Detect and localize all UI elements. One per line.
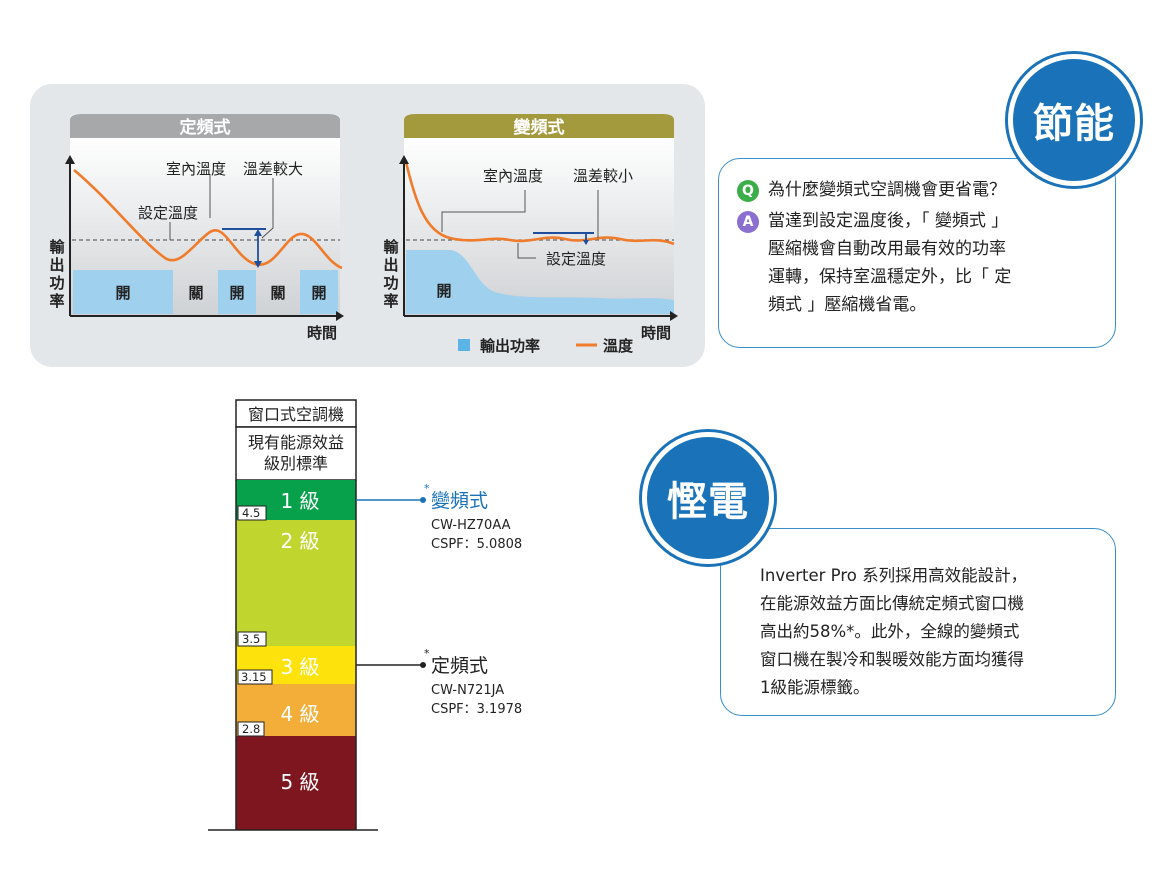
rating-subheader <box>235 426 357 481</box>
question-icon: Q <box>737 180 759 202</box>
setpoint-label: 設定溫度 <box>138 204 198 222</box>
inverter-cspf: CSPF：5.0808 <box>431 537 522 552</box>
saving-callout <box>720 528 1116 716</box>
inverter-label: 變頻式 <box>431 490 488 512</box>
block-label: 關 <box>188 284 203 302</box>
fixed-cspf: CSPF：3.1978 <box>431 702 522 717</box>
block-label: 開 <box>311 284 326 302</box>
indoor-temp-label: 室內溫度 <box>483 167 543 185</box>
rating-subheader-text: 級別標準 <box>264 454 328 473</box>
rating-header-text: 窗口式空調機 <box>248 405 344 424</box>
chart-title: 定頻式 <box>180 117 231 138</box>
power-saving-badge: 慳電 <box>642 432 774 564</box>
fixed-model: CW-N721JA <box>431 683 504 698</box>
legend: 輸出功率 溫度 <box>458 337 634 355</box>
temp-diff-label: 溫差較小 <box>573 167 633 185</box>
y-axis-label: 率 <box>383 292 398 310</box>
question-text: 為什麼變頻式空調機會更省電？ <box>768 180 1006 200</box>
rating-subheader-text: 現有能源效益 <box>248 433 344 452</box>
power-area <box>406 250 674 314</box>
footnote-star: * <box>424 482 430 495</box>
threshold-label: 3.15 <box>241 670 267 684</box>
temperature-curve <box>73 169 343 270</box>
block-label: 開 <box>115 284 130 302</box>
y-axis-label: 功 <box>383 274 398 292</box>
grade-2-label: 2 級 <box>280 529 319 553</box>
y-axis-label: 功 <box>49 274 64 292</box>
grade-1-label: 1 級 <box>280 489 319 513</box>
legend-power-label: 輸出功率 <box>480 337 540 355</box>
saving-line: Inverter Pro 系列採用高效能設計， <box>760 566 1028 585</box>
answer-icon: A <box>737 211 759 233</box>
answer-line: 當達到設定溫度後，「 變頻式 」 <box>768 211 1009 231</box>
y-axis-label: 輸 <box>49 238 65 256</box>
grade-3-label: 3 級 <box>280 655 319 679</box>
y-axis-label: 出 <box>383 256 398 274</box>
grade-4-label: 4 級 <box>280 702 319 726</box>
indoor-temp-label: 室內溫度 <box>166 160 226 178</box>
threshold-label: 2.8 <box>242 722 260 736</box>
inverter-model: CW-HZ70AA <box>431 518 511 533</box>
threshold-label: 3.5 <box>242 632 260 646</box>
y-axis-label: 出 <box>49 256 64 274</box>
power-block-on <box>218 270 256 314</box>
block-label: 開 <box>436 282 451 300</box>
chart-title: 變頻式 <box>514 117 565 138</box>
grade-2-band <box>236 520 356 646</box>
comparison-charts: 定頻式 開 關 開 關 開 室內溫度 溫差較大 設定溫度 時間 輸 出 功 <box>49 114 678 355</box>
temperature-curve <box>404 161 675 246</box>
chart-title-bar <box>70 114 340 138</box>
y-axis-label: 率 <box>49 292 64 310</box>
footnote-star: * <box>424 647 430 660</box>
chart-title-bar <box>404 114 674 138</box>
qa-callout <box>718 158 1116 348</box>
saving-line: 在能源效益方面比傳統定頻式窗口機 <box>760 594 1024 613</box>
fixed-label: 定頻式 <box>431 655 488 677</box>
threshold-label: 4.5 <box>242 506 260 520</box>
x-axis-label: 時間 <box>641 324 671 342</box>
x-axis-label: 時間 <box>307 324 337 342</box>
saving-line: 窗口機在製冷和製暖效能方面均獲得 <box>760 650 1024 669</box>
fixed-speed-chart: 定頻式 開 關 開 關 開 室內溫度 溫差較大 設定溫度 時間 輸 出 功 <box>49 114 344 342</box>
y-axis-label: 輸 <box>383 238 399 256</box>
legend-temp-label: 溫度 <box>603 337 634 355</box>
power-block-on <box>300 270 338 314</box>
energy-saving-badge: 節能 <box>1008 54 1140 186</box>
answer-line: 運轉，保持室溫穩定外，比「 定 <box>768 267 1012 287</box>
block-label: 開 <box>229 284 244 302</box>
grade-5-band <box>236 736 356 830</box>
grade-5-label: 5 級 <box>280 770 319 794</box>
answer-line: 壓縮機會自動改用最有效的功率 <box>768 239 1006 259</box>
temp-diff-label: 溫差較大 <box>243 160 303 178</box>
setpoint-label: 設定溫度 <box>546 250 606 268</box>
legend-power-swatch <box>458 339 470 351</box>
block-label: 關 <box>270 284 285 302</box>
answer-line: 頻式 」壓縮機省電。 <box>768 295 927 315</box>
inverter-chart: 變頻式 開 室內溫度 溫差較小 設定溫度 時間 輸 出 功 率 <box>383 114 678 342</box>
energy-rating-chart: 窗口式空調機 現有能源效益 級別標準 1 級 2 級 3 級 4 級 5 級 4… <box>208 399 522 831</box>
saving-line: 高出約58%*。此外，全線的變頻式 <box>760 622 1020 641</box>
saving-line: 1級能源標籤。 <box>760 678 870 697</box>
power-block-on <box>73 270 173 314</box>
